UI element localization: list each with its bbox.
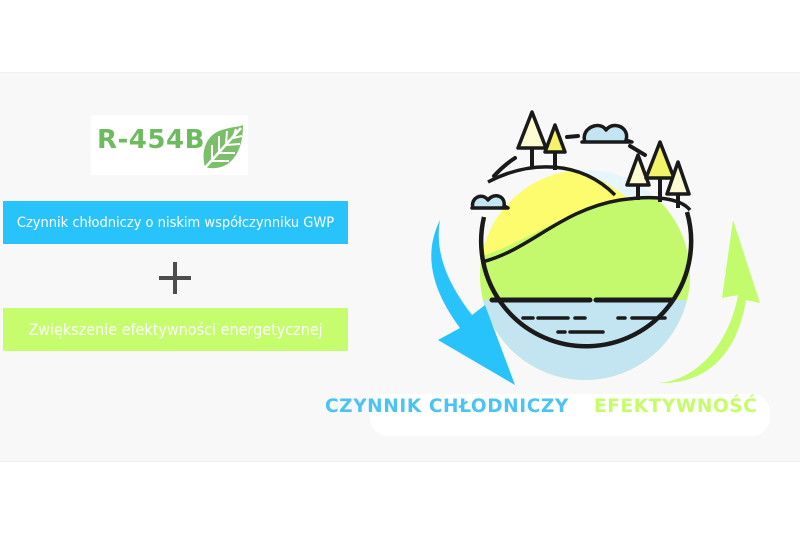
low-gwp-refrigerant-text: Czynnik chłodniczy o niskim współczynnik… — [16, 214, 335, 231]
leaf-icon — [202, 125, 243, 171]
earth-landscape-illustration — [431, 110, 760, 385]
label-backdrop — [370, 394, 770, 436]
energy-efficiency-bar: Zwiększenie efektywności energetycznej — [3, 308, 348, 351]
earth-landscape-icon — [470, 110, 694, 380]
arrow-down-curved-icon — [431, 220, 515, 385]
logo-text: R-454B — [97, 125, 205, 155]
refrigerant-label: CZYNNIK CHŁODNICZY — [325, 396, 569, 417]
r454b-logo: R-454B — [91, 115, 248, 175]
energy-efficiency-text: Zwiększenie efektywności energetycznej — [28, 320, 323, 339]
low-gwp-refrigerant-bar: Czynnik chłodniczy o niskim współczynnik… — [3, 201, 348, 244]
plus-icon — [157, 260, 193, 296]
arrow-up-curved-icon — [658, 220, 760, 384]
efficiency-label: EFEKTYWNOŚĆ — [594, 396, 758, 417]
